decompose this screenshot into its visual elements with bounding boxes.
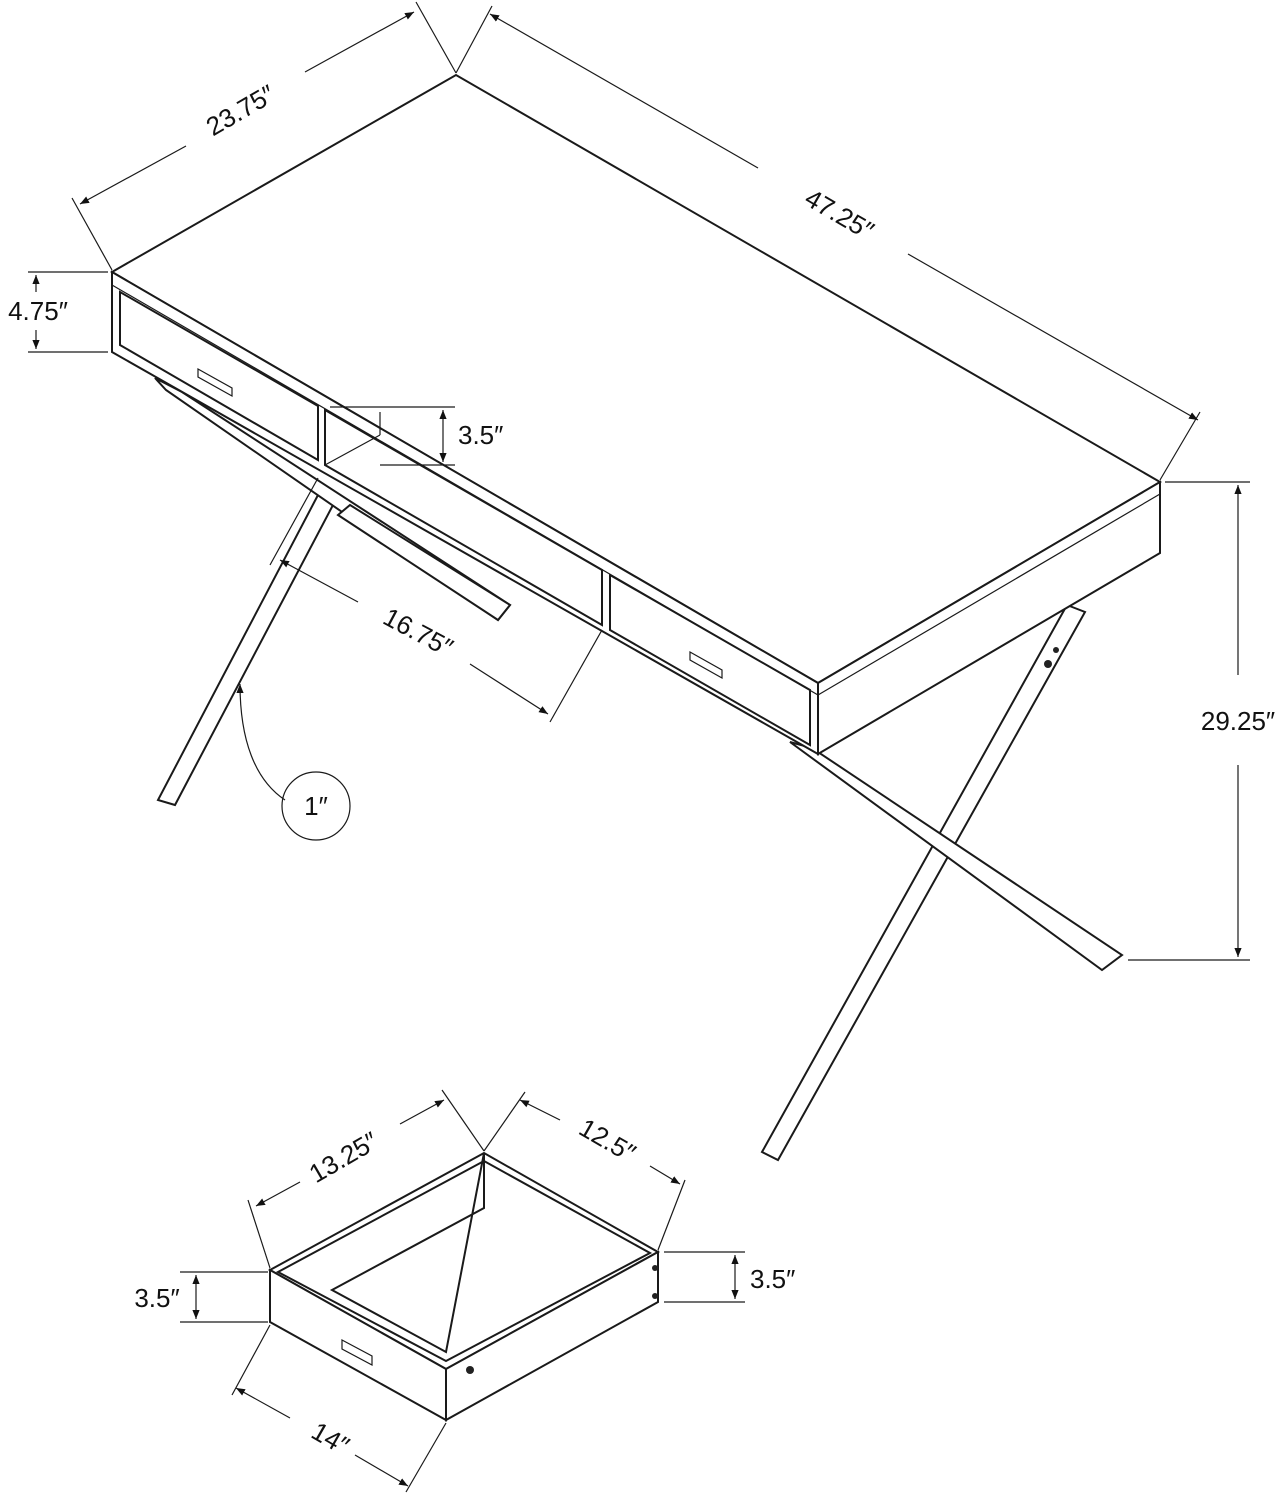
right-x-legs: [760, 603, 1124, 1162]
leg-thickness-callout-circle: [281, 771, 351, 841]
drawer-depth-label: 13.25″: [304, 1126, 383, 1189]
drawer-drawing: [267, 1151, 661, 1422]
apron-height-label: 4.75″: [8, 296, 68, 326]
drawer-front-height-label: 3.5″: [134, 1283, 179, 1313]
desk-width-label: 47.25″: [800, 183, 879, 246]
desk-drawing: [110, 73, 1162, 1162]
shelf-opening-height-label: 3.5″: [458, 420, 503, 450]
drawer-interior-depth-label: 12.5″: [574, 1112, 641, 1168]
drawer-side-height-label: 3.5″: [750, 1264, 795, 1294]
desktop-box: [110, 73, 1162, 756]
desk-dimensions: [28, 1, 1250, 961]
drawer-dimensions: [180, 1089, 745, 1493]
drawer-width-label: 14″: [306, 1416, 354, 1461]
left-x-legs: [154, 377, 512, 807]
leg-thickness-label: 1″: [304, 791, 328, 821]
desk-depth-label: 23.75″: [201, 79, 280, 142]
total-height-label: 29.25″: [1201, 706, 1275, 736]
leg-spread-label: 16.75″: [378, 601, 458, 662]
